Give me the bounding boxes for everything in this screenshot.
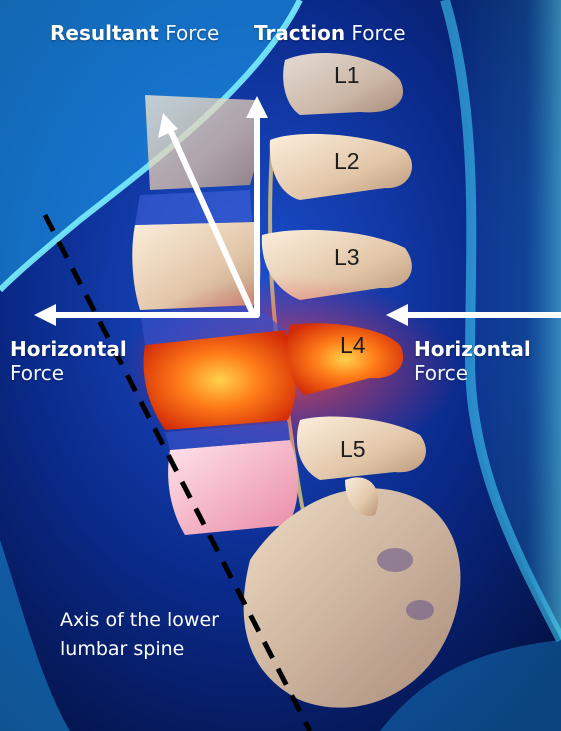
axis-caption-line-1: Axis of the lower — [60, 606, 219, 635]
vertebra-label-l2: L2 — [334, 148, 360, 175]
resultant-bold-text: Resultant — [50, 21, 159, 45]
horizontal-force-right-label: Horizontal Force — [414, 337, 531, 385]
vertebra-label-l1: L1 — [334, 62, 360, 89]
horizontal-right-bold-text: Horizontal — [414, 337, 531, 361]
traction-bold-text: Traction — [254, 21, 345, 45]
horizontal-right-thin-text: Force — [414, 361, 531, 385]
horizontal-force-left-label: Horizontal Force — [10, 337, 127, 385]
resultant-thin-text: Force — [165, 21, 219, 45]
vertebra-label-l3: L3 — [334, 244, 360, 271]
horizontal-left-thin-text: Force — [10, 361, 127, 385]
vertebra-label-l4: L4 — [340, 332, 366, 359]
traction-thin-text: Force — [351, 21, 405, 45]
axis-caption-line-2: lumbar spine — [60, 635, 219, 664]
vertebra-label-l5: L5 — [340, 436, 366, 463]
resultant-force-label: Resultant Force — [50, 21, 219, 45]
horizontal-left-bold-text: Horizontal — [10, 337, 127, 361]
axis-caption: Axis of the lower lumbar spine — [60, 606, 219, 664]
traction-force-label: Traction Force — [254, 21, 406, 45]
